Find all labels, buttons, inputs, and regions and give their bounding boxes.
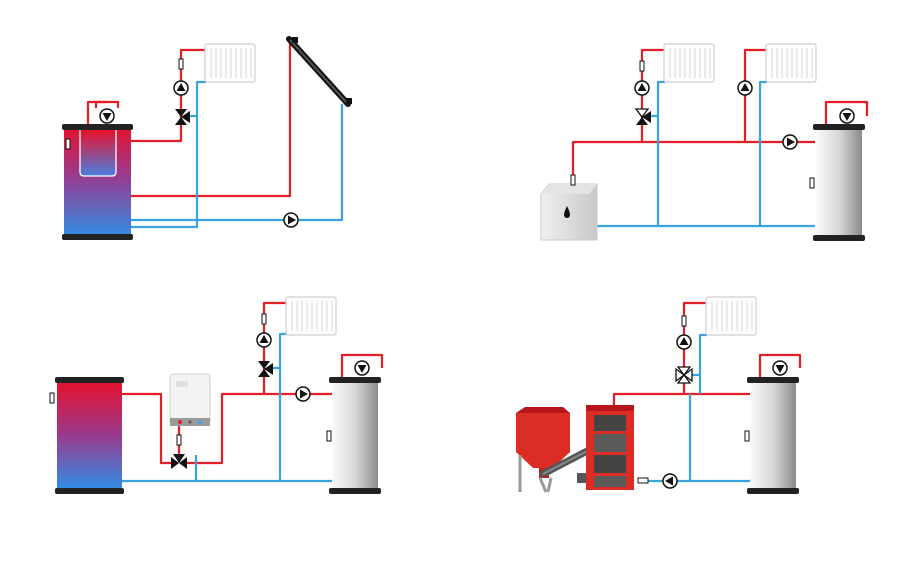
hot-water-cylinder bbox=[809, 124, 865, 241]
radiator-icon bbox=[765, 43, 817, 83]
radiator-icon bbox=[705, 296, 757, 336]
circulation-pump-icon bbox=[354, 360, 370, 376]
oil-boiler bbox=[540, 174, 598, 241]
panel-oil-boiler-system bbox=[540, 43, 869, 241]
panel-pellet-boiler-system bbox=[516, 296, 802, 494]
circulation-pump-icon bbox=[256, 332, 272, 348]
panel-solar-buffer-system bbox=[62, 36, 352, 240]
circulation-pump-icon bbox=[295, 386, 311, 402]
circulation-pump-icon bbox=[99, 108, 115, 124]
radiator-icon bbox=[285, 296, 337, 336]
circulation-pump-icon bbox=[662, 473, 678, 489]
panel-gas-boiler-buffer-system bbox=[49, 296, 384, 494]
circulation-pump-icon bbox=[283, 212, 299, 228]
pellet-boiler bbox=[586, 405, 634, 490]
circulation-pump-icon bbox=[772, 360, 788, 376]
radiator-icon bbox=[663, 43, 715, 83]
pellet-hopper bbox=[516, 407, 595, 493]
circulation-pump-icon bbox=[173, 80, 189, 96]
hot-water-cylinder bbox=[326, 377, 381, 494]
circulation-pump-icon bbox=[782, 134, 798, 150]
tank-top-pump-pipe bbox=[94, 100, 120, 108]
solar-collector bbox=[286, 36, 352, 107]
hot-water-cylinder bbox=[744, 377, 799, 494]
mixing-valve-icon bbox=[635, 108, 652, 126]
four-way-mixing-valve-icon bbox=[675, 366, 693, 384]
wall-gas-boiler bbox=[169, 373, 211, 426]
buffer-tank bbox=[49, 377, 124, 494]
circulation-pump-icon bbox=[634, 80, 650, 96]
circulation-pump-icon bbox=[839, 108, 855, 124]
circulation-pump-icon bbox=[676, 334, 692, 350]
mixing-valve-icon bbox=[171, 454, 187, 469]
circulation-pump-icon bbox=[737, 80, 753, 96]
buffer-tank bbox=[62, 124, 133, 240]
oil-drop-icon bbox=[564, 206, 570, 218]
mixing-valve-icon bbox=[258, 361, 273, 377]
boiler-return-sensor bbox=[637, 477, 649, 484]
mixing-valve-icon bbox=[175, 109, 190, 125]
radiator-icon bbox=[204, 43, 256, 83]
